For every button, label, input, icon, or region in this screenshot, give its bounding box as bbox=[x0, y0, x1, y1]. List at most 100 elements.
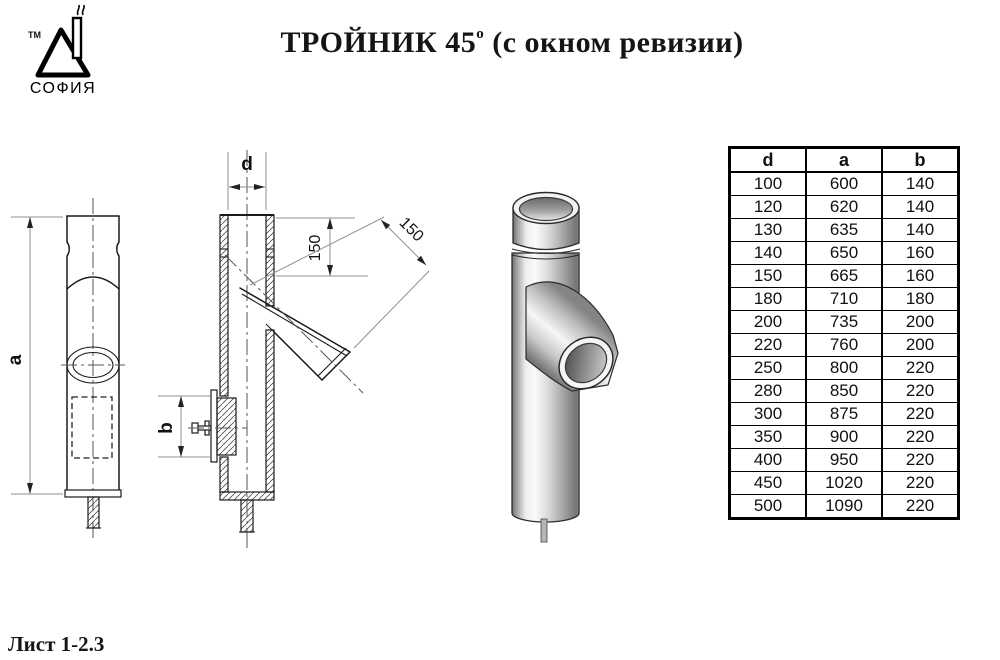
revision-window-hidden bbox=[71, 396, 113, 459]
size-cell: 220 bbox=[881, 448, 960, 472]
dim-a-label: a bbox=[5, 354, 26, 365]
section-view-drawing: d 150 150 b bbox=[156, 150, 430, 548]
size-cell: 140 bbox=[728, 241, 807, 265]
size-cell: 100 bbox=[728, 171, 807, 196]
size-cell: 650 bbox=[805, 241, 883, 265]
col-header-b: b bbox=[881, 147, 960, 173]
size-cell: 160 bbox=[881, 241, 960, 265]
branch-opening bbox=[564, 342, 608, 384]
dimension-b: b bbox=[156, 395, 210, 458]
revision-door bbox=[188, 389, 247, 463]
size-cell: 220 bbox=[881, 379, 960, 403]
size-cell: 280 bbox=[728, 379, 807, 403]
bottom-flange bbox=[64, 489, 122, 498]
brand-name: СОФИЯ bbox=[30, 80, 96, 97]
size-cell: 875 bbox=[805, 402, 883, 426]
branch-axis bbox=[224, 254, 364, 394]
size-cell: 130 bbox=[728, 218, 807, 242]
size-cell: 1090 bbox=[805, 494, 883, 519]
size-cell: 200 bbox=[728, 310, 807, 334]
size-cell: 1020 bbox=[805, 471, 883, 495]
size-cell: 220 bbox=[881, 356, 960, 380]
size-cell: 350 bbox=[728, 425, 807, 449]
size-cell: 665 bbox=[805, 264, 883, 288]
smoke-icon bbox=[76, 4, 80, 16]
size-cell: 140 bbox=[881, 195, 960, 219]
dimension-d: d bbox=[227, 152, 267, 210]
size-cell: 300 bbox=[728, 402, 807, 426]
col-header-d: d bbox=[728, 147, 807, 173]
size-cell: 140 bbox=[881, 171, 960, 196]
size-cell: 800 bbox=[805, 356, 883, 380]
dimension-150-diagonal: 150 bbox=[249, 214, 430, 349]
dimension-150-vertical: 150 bbox=[276, 217, 368, 277]
drain-stub bbox=[86, 496, 101, 529]
size-cell: 140 bbox=[881, 218, 960, 242]
size-cell: 450 bbox=[728, 471, 807, 495]
sheet-number: Лист 1-2.3 bbox=[8, 632, 105, 656]
dim-150-length-label: 150 bbox=[396, 214, 427, 245]
drain-pin-3d bbox=[540, 518, 548, 543]
size-cell: 220 bbox=[728, 333, 807, 357]
dim-d-label: d bbox=[241, 154, 253, 175]
house-triangle-icon bbox=[35, 4, 91, 78]
size-cell: 200 bbox=[881, 333, 960, 357]
size-cell: 250 bbox=[728, 356, 807, 380]
page-title: ТРОЙНИК 45о (с окном ревизии) bbox=[280, 26, 743, 60]
degree-mark: о bbox=[476, 26, 485, 43]
branch-saddle-curve bbox=[66, 276, 120, 290]
render-3d bbox=[511, 191, 619, 543]
tee-socket-3d bbox=[512, 191, 580, 251]
tm-mark: ТМ bbox=[28, 30, 41, 40]
smoke-icon bbox=[81, 4, 85, 16]
pipe-walls-section bbox=[219, 214, 275, 501]
dim-150-offset-label: 150 bbox=[307, 235, 324, 262]
size-cell: 150 bbox=[728, 264, 807, 288]
tee-branch-3d bbox=[525, 281, 619, 392]
size-cell: 180 bbox=[728, 287, 807, 311]
dim-b-label: b bbox=[156, 422, 177, 434]
size-cell: 220 bbox=[881, 425, 960, 449]
size-cell: 635 bbox=[805, 218, 883, 242]
size-cell: 220 bbox=[881, 402, 960, 426]
pipe-outline bbox=[64, 215, 122, 498]
joint-ring bbox=[511, 254, 580, 260]
size-cell: 600 bbox=[805, 171, 883, 196]
socket-opening bbox=[518, 196, 574, 222]
dimension-a: a bbox=[5, 216, 63, 495]
chimney-icon bbox=[71, 16, 83, 60]
size-cell: 710 bbox=[805, 287, 883, 311]
size-cell: 500 bbox=[728, 494, 807, 519]
size-cell: 220 bbox=[881, 471, 960, 495]
size-cell: 220 bbox=[881, 494, 960, 519]
size-cell: 180 bbox=[881, 287, 960, 311]
title-main: ТРОЙНИК 45 bbox=[280, 26, 477, 60]
size-cell: 200 bbox=[881, 310, 960, 334]
brand-logo: ТМ СОФИЯ bbox=[28, 4, 96, 97]
branch-outlet-ellipse bbox=[61, 346, 125, 384]
size-cell: 900 bbox=[805, 425, 883, 449]
size-cell: 760 bbox=[805, 333, 883, 357]
col-header-a: a bbox=[805, 147, 883, 173]
branch-section bbox=[224, 254, 364, 394]
bottom-cap bbox=[219, 491, 275, 501]
size-cell: 620 bbox=[805, 195, 883, 219]
size-cell: 160 bbox=[881, 264, 960, 288]
drain-stub bbox=[239, 499, 255, 548]
